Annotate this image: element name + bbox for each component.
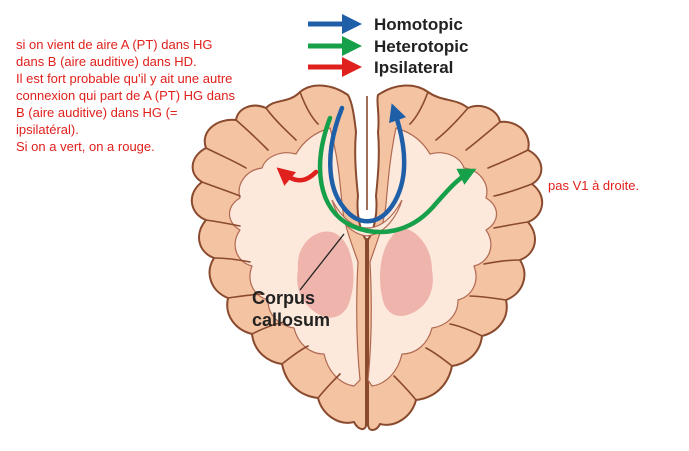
right-deep-nuclei: [380, 228, 433, 316]
left-white-matter: [228, 127, 361, 387]
legend: Homotopic Heterotopic Ipsilateral: [308, 14, 468, 77]
annotation-left: si on vient de aire A (PT) dans HG dans …: [16, 36, 235, 155]
annotation-left-line: Si on a vert, on a rouge.: [16, 139, 155, 154]
legend-item-heterotopic: Heterotopic: [308, 36, 468, 56]
annotation-left-line: connexion qui part de A (PT) HG dans: [16, 88, 235, 103]
legend-label-ipsilateral: Ipsilateral: [374, 58, 453, 77]
annotation-left-line: Il est fort probable qu'il y ait une aut…: [16, 71, 233, 86]
heterotopic-arrow: [317, 115, 477, 235]
annotation-left-line: si on vient de aire A (PT) dans HG: [16, 37, 213, 52]
legend-label-homotopic: Homotopic: [374, 15, 463, 34]
corpus-callosum-label-line2: callosum: [252, 310, 330, 330]
right-hemisphere: [367, 84, 543, 431]
left-deep-nuclei: [297, 231, 354, 318]
annotation-left-line: dans B (aire auditive) dans HD.: [16, 54, 197, 69]
left-hemisphere: [191, 84, 367, 430]
legend-label-heterotopic: Heterotopic: [374, 37, 468, 56]
annotation-left-line: ipsilatéral).: [16, 122, 79, 137]
corpus-callosum-label-line1: Corpus: [252, 288, 315, 308]
annotation-left-line: B (aire auditive) dans HG (=: [16, 105, 178, 120]
legend-item-ipsilateral: Ipsilateral: [308, 57, 453, 77]
homotopic-arrow: [328, 103, 407, 224]
corpus-callosum-pointer: [299, 233, 345, 291]
legend-item-homotopic: Homotopic: [308, 14, 463, 34]
ipsilateral-arrow: [276, 167, 319, 186]
right-sulci: [393, 91, 533, 401]
annotation-right: pas V1 à droite.: [548, 178, 640, 193]
left-sulci: [201, 91, 341, 399]
